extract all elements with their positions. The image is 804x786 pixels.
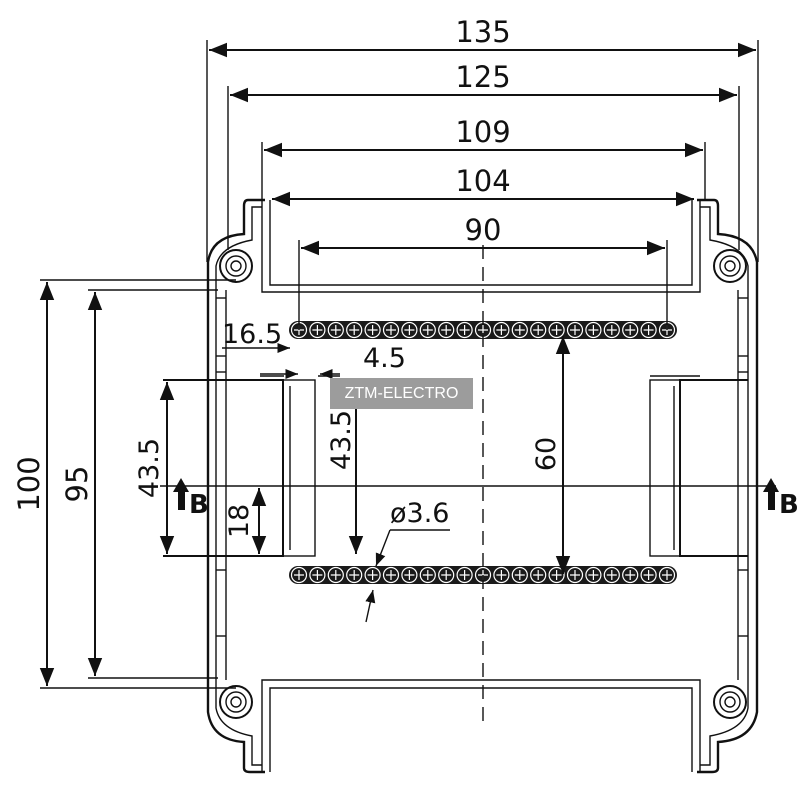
terminal-bottom-pin-cross xyxy=(459,570,470,580)
terminal-top-pin-cross xyxy=(441,325,452,335)
dim-label-90: 90 xyxy=(465,213,502,247)
terminal-bottom-pin-cross xyxy=(570,570,580,580)
terminal-top-pin-cross xyxy=(330,325,341,335)
terminal-top-pin-cross xyxy=(533,325,544,335)
terminal-bottom-pin-cross xyxy=(662,570,672,580)
terminal-row-top xyxy=(289,321,677,339)
terminal-bottom-pin-cross xyxy=(294,570,304,580)
terminal-bottom-pin-cross xyxy=(441,570,452,580)
enclosure-outline xyxy=(206,198,759,774)
dim-label-43-5-left: 43.5 xyxy=(134,438,165,498)
dim-label-60: 60 xyxy=(531,437,562,471)
dim-label-16-5: 16.5 xyxy=(222,319,282,350)
dim-width-125: 125 xyxy=(227,60,740,250)
terminal-bottom-pin-cross xyxy=(349,570,360,580)
dim-label-135: 135 xyxy=(455,15,510,49)
terminal-top-pin-cross xyxy=(588,325,599,335)
dim-height-43-5-left: 43.5 xyxy=(134,382,175,554)
terminal-top-pin-cross xyxy=(404,325,415,335)
terminal-top-pin-cross xyxy=(367,325,378,335)
dim-label-4-5: 4.5 xyxy=(363,343,406,374)
terminal-top-pin-cross xyxy=(551,325,562,335)
terminal-top-pin-cross xyxy=(312,325,323,335)
terminal-bottom-pin-cross xyxy=(514,570,525,580)
terminal-bottom-pin-cross xyxy=(643,570,654,580)
section-label-left: B xyxy=(189,490,209,520)
dim-label-109: 109 xyxy=(455,115,510,149)
terminal-bottom-pin-cross xyxy=(496,570,507,580)
dim-width-90: 90 xyxy=(298,213,668,330)
dim-hole-diameter: ø3.6 xyxy=(365,498,450,623)
dim-label-95: 95 xyxy=(60,466,94,503)
terminal-bottom-pin-cross xyxy=(312,570,323,580)
terminal-top-pin-cross xyxy=(514,325,525,335)
dim-label-43-5-inner: 43.5 xyxy=(326,410,357,470)
dim-overall-width: 135 xyxy=(206,15,759,262)
mounting-hole-top-left xyxy=(219,249,253,283)
dim-label-18: 18 xyxy=(224,504,255,538)
dim-label-104: 104 xyxy=(455,164,510,198)
dim-height-60: 60 xyxy=(531,336,571,574)
dim-height-95: 95 xyxy=(60,289,218,679)
terminal-bottom-pin-cross xyxy=(386,570,396,580)
dim-height-100: 100 xyxy=(12,279,236,689)
terminal-bottom-pin-cross xyxy=(588,570,599,580)
terminal-top-pin-cross xyxy=(386,325,396,335)
terminal-top-pin-cross xyxy=(570,325,580,335)
mounting-hole-bottom-right xyxy=(713,685,747,719)
dim-label-100: 100 xyxy=(12,456,46,511)
section-label-right: B xyxy=(779,490,799,520)
section-marker-left: B xyxy=(173,478,209,520)
dim-label-125: 125 xyxy=(455,60,510,94)
terminal-top-pin-cross xyxy=(625,325,636,335)
terminal-bottom-pin-cross xyxy=(404,570,415,580)
terminal-top-pin-cross xyxy=(606,325,617,335)
dim-height-43-5-inner: 43.5 xyxy=(326,382,364,554)
terminal-top-pin-cross xyxy=(422,325,433,335)
terminal-top-pin-cross xyxy=(349,325,360,335)
dim-width-104: 104 xyxy=(272,164,694,207)
terminal-bottom-pin-cross xyxy=(330,570,341,580)
terminal-bottom-pin-cross xyxy=(606,570,617,580)
terminal-bottom-pin-cross xyxy=(533,570,544,580)
terminal-top-pin-cross xyxy=(459,325,470,335)
dim-offset-4-5: 4.5 xyxy=(260,343,406,380)
terminal-bottom-pin-cross xyxy=(367,570,378,580)
mounting-hole-top-right xyxy=(713,249,747,283)
terminal-bottom-pin-cross xyxy=(422,570,433,580)
dim-label-hole-diameter: ø3.6 xyxy=(390,498,449,529)
section-marker-right: B xyxy=(763,478,799,520)
watermark-label: ZTM-ELECTRO xyxy=(330,378,473,409)
dim-offset-16-5: 16.5 xyxy=(222,319,290,354)
terminal-bottom-pin-cross xyxy=(625,570,636,580)
dim-width-109: 109 xyxy=(261,115,706,200)
connector-cutout-right xyxy=(649,375,748,557)
terminal-top-pin-cross xyxy=(496,325,507,335)
terminal-top-pin-cross xyxy=(643,325,654,335)
mounting-hole-bottom-left xyxy=(219,685,253,719)
wall-notches xyxy=(216,297,748,637)
dim-height-18: 18 xyxy=(224,488,267,554)
